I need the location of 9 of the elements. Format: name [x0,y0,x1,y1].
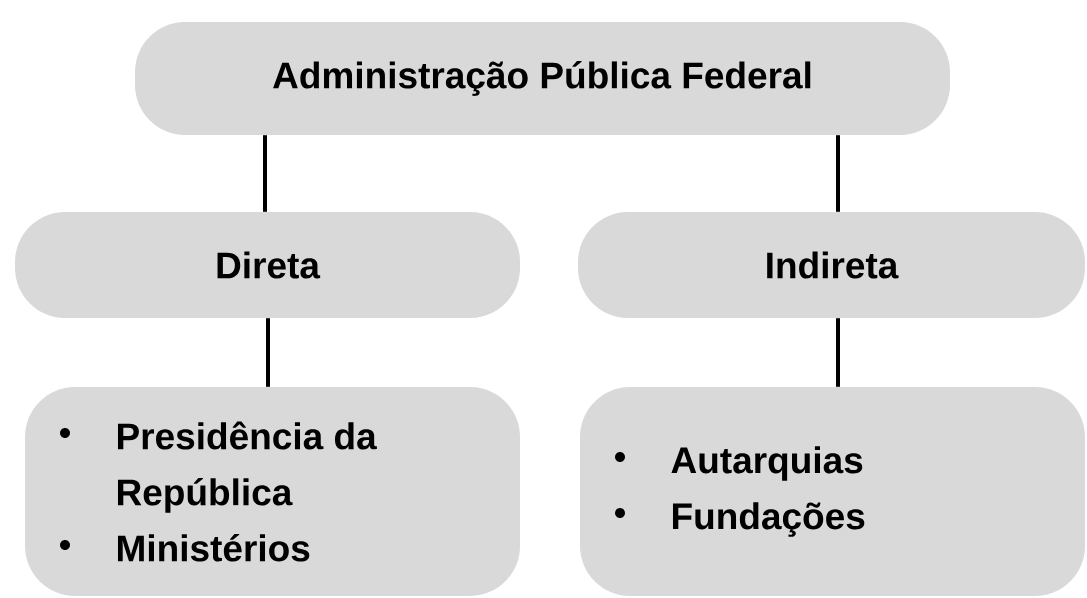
connector-line [266,318,270,387]
connector-line [263,135,267,212]
connector-line [836,135,840,212]
list-box: Presidência da República Ministérios [25,387,520,596]
rounded-box: Indireta [578,212,1085,318]
rounded-box: Administração Pública Federal [135,22,950,135]
list-box: Autarquias Fundações [580,387,1085,596]
connector-line [836,318,840,387]
rounded-box: Direta [15,212,520,318]
